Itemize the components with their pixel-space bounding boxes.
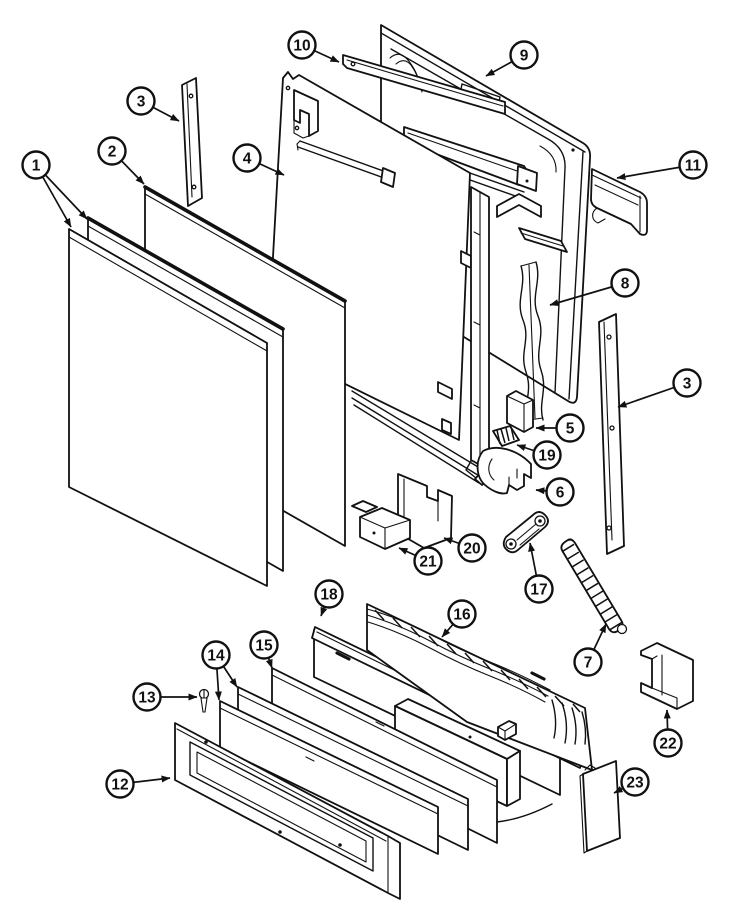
- access-panel-frame: [174, 722, 401, 900]
- callout-label: 4: [243, 151, 252, 168]
- callout-label: 3: [683, 376, 692, 393]
- callout-c19: 19: [516, 440, 562, 470]
- cover-plate: [579, 760, 621, 854]
- callout-circle: [545, 477, 575, 507]
- callout-circle: [457, 533, 487, 563]
- callout-c2: 2: [97, 136, 145, 185]
- callout-c14: 14: [201, 640, 238, 701]
- callout-c21: 21: [398, 546, 443, 576]
- callout-c4: 4: [232, 143, 285, 176]
- callout-label: 9: [520, 48, 529, 65]
- callout-c20: 20: [443, 533, 487, 563]
- callout-circle: [532, 440, 562, 470]
- side-trim-strip-left: [181, 77, 203, 207]
- callout-circle: [555, 413, 585, 443]
- callout-c9: 9: [485, 40, 539, 77]
- mounting-plate: [397, 473, 453, 549]
- callout-circle: [524, 574, 554, 604]
- callout-circle: [314, 579, 344, 609]
- top-trim-strip: [342, 54, 506, 115]
- callout-label: 20: [463, 541, 480, 558]
- callout-label: 14: [207, 648, 225, 665]
- callout-label: 19: [538, 448, 556, 465]
- callout-c3b: 3: [617, 368, 702, 408]
- callout-label: 10: [293, 38, 310, 55]
- callout-circle: [447, 599, 477, 629]
- latch-link: [502, 511, 549, 554]
- callout-label: 1: [32, 158, 41, 175]
- latch-bracket: [506, 390, 534, 433]
- callout-label: 21: [419, 554, 437, 571]
- callout-c23: 23: [613, 767, 650, 797]
- callout-label: 3: [137, 94, 146, 111]
- callout-circle: [201, 640, 231, 670]
- callout-c15: 15: [249, 630, 279, 669]
- callout-label: 5: [566, 421, 575, 438]
- callout-label: 16: [453, 607, 471, 624]
- channel-bracket: [640, 642, 694, 710]
- callout-c16: 16: [441, 599, 477, 638]
- callout-circle: [573, 647, 603, 677]
- callout-circle: [413, 546, 443, 576]
- callout-label: 7: [584, 655, 593, 672]
- callout-c3a: 3: [126, 86, 180, 122]
- door-spring: [560, 538, 628, 635]
- callout-label: 18: [320, 587, 338, 604]
- callout-circle: [509, 40, 539, 70]
- latch-hook: [476, 447, 532, 495]
- chevron-bracket: [496, 193, 542, 218]
- callout-circle: [249, 630, 279, 660]
- access-panel-sheets: [219, 667, 498, 855]
- callout-circle: [653, 728, 683, 758]
- callout-circle: [620, 767, 650, 797]
- callout-label: 2: [108, 144, 117, 161]
- insulation-pad: [366, 603, 593, 771]
- callout-c22: 22: [653, 709, 683, 758]
- callout-circle: [672, 368, 702, 398]
- callout-c7: 7: [573, 623, 607, 677]
- callout-label: 17: [530, 582, 547, 599]
- hinge-bracket: [293, 89, 319, 137]
- handle-trim: [590, 168, 648, 236]
- callout-label: 12: [111, 777, 128, 794]
- callout-label: 13: [138, 690, 156, 707]
- callout-c1: 1: [21, 150, 88, 228]
- panel-screw: [198, 688, 210, 713]
- callout-c11: 11: [616, 150, 708, 181]
- callout-circle: [610, 268, 640, 298]
- callout-circle: [287, 30, 317, 60]
- callout-label: 23: [626, 775, 644, 792]
- small-bracket: [351, 500, 411, 550]
- latch-pin: [492, 425, 520, 447]
- callout-circle: [21, 150, 51, 180]
- callout-circle: [126, 86, 156, 116]
- callout-label: 6: [556, 485, 565, 502]
- callout-c10: 10: [287, 30, 340, 63]
- callout-circle: [97, 136, 127, 166]
- callout-c6: 6: [535, 477, 575, 507]
- callout-c18: 18: [314, 579, 344, 617]
- callout-circle: [132, 682, 162, 712]
- callout-c12: 12: [105, 769, 171, 799]
- callout-label: 8: [621, 276, 630, 293]
- callout-label: 11: [685, 158, 702, 175]
- callout-c17: 17: [524, 542, 554, 604]
- callout-circle: [678, 150, 708, 180]
- callout-c13: 13: [132, 682, 198, 712]
- callout-c5: 5: [535, 413, 585, 443]
- callout-circle: [105, 769, 135, 799]
- callout-label: 22: [659, 736, 676, 753]
- side-trim-strip-right: [598, 313, 625, 555]
- callout-c8: 8: [549, 268, 640, 306]
- front-panel-sheets: [68, 185, 347, 587]
- callout-circle: [232, 143, 262, 173]
- callout-label: 15: [255, 638, 273, 655]
